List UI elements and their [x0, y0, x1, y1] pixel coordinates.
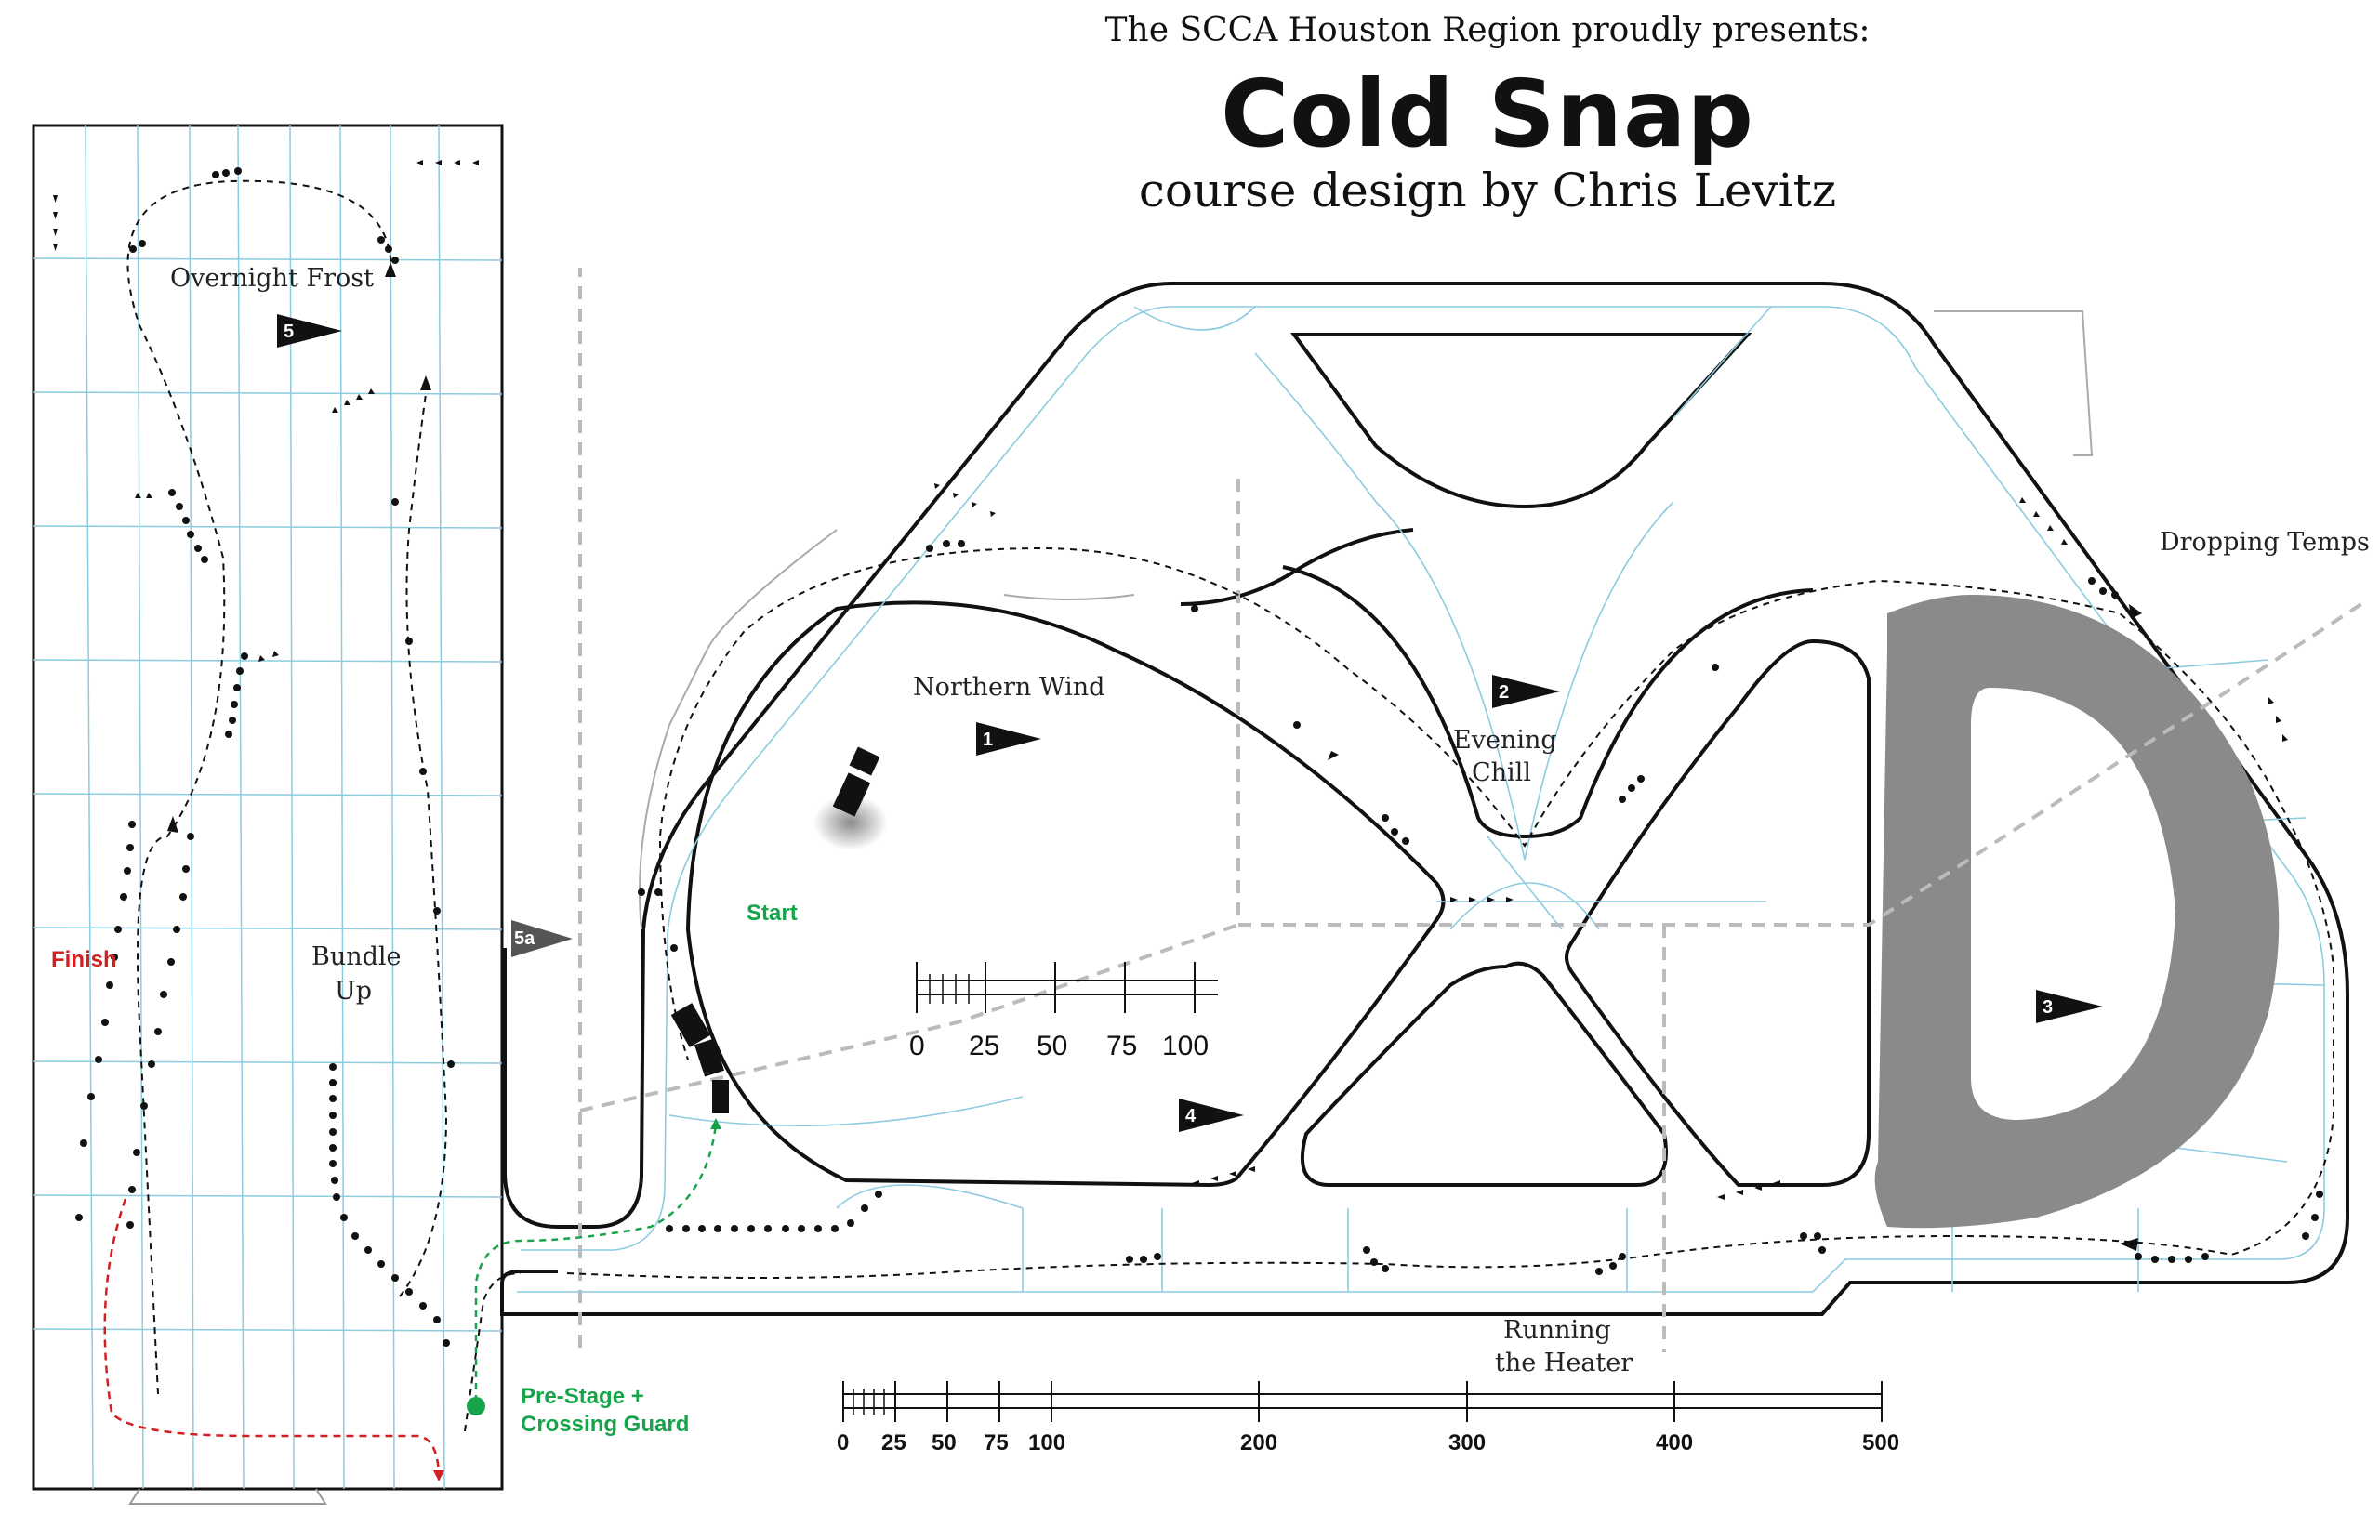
flag-icon: 2 — [1492, 675, 1560, 708]
arrow-icon — [2129, 604, 2142, 619]
flag-icon: 3 — [2036, 990, 2103, 1023]
flag-icon: 4 — [1179, 1099, 1244, 1132]
section-label-evening-chill-2: Chill — [1472, 758, 1531, 787]
flag-icon: 1 — [976, 722, 1041, 756]
svg-text:2: 2 — [1499, 682, 1509, 703]
grid-lines — [33, 125, 502, 1489]
page-title: Cold Snap — [1220, 59, 1755, 168]
finish-arrow-icon — [433, 1470, 444, 1481]
header-presenter: The SCCA Houston Region proudly presents… — [1104, 11, 1871, 49]
path-arrows — [167, 262, 2142, 1251]
finish-path — [103, 1198, 441, 1474]
pavement-outline — [500, 282, 2349, 1316]
section-label-bundle-up-1: Bundle — [311, 942, 402, 971]
svg-text:0: 0 — [909, 1031, 925, 1061]
svg-text:300: 300 — [1448, 1430, 1486, 1455]
course-designer: course design by Chris Levitz — [1138, 164, 1837, 217]
outer-features — [639, 310, 2094, 930]
station-flags: 1 2 3 4 5 5a — [277, 314, 2103, 1132]
scale-bar-small: 0 25 50 75 100 — [909, 962, 1218, 1061]
section-label-running-heater-1: Running — [1503, 1316, 1611, 1345]
prestage-label-2: Crossing Guard — [521, 1412, 689, 1437]
svg-text:100: 100 — [1162, 1031, 1209, 1061]
section-label-overnight-frost: Overnight Frost — [170, 264, 374, 293]
svg-text:500: 500 — [1862, 1430, 1899, 1455]
prestage-marker — [467, 1397, 485, 1415]
svg-text:1: 1 — [983, 730, 993, 750]
arrow-icon — [2120, 1238, 2138, 1251]
svg-text:25: 25 — [881, 1430, 906, 1455]
svg-text:0: 0 — [837, 1430, 849, 1455]
section-label-bundle-up-2: Up — [335, 977, 372, 1006]
section-label-northern-wind: Northern Wind — [913, 673, 1104, 702]
section-label-dropping-temps: Dropping Temps — [2160, 528, 2370, 557]
cones — [75, 167, 2323, 1347]
prestage-label-1: Pre-Stage + — [521, 1384, 644, 1409]
scale-bar-large: 0 25 50 75 100 200 300 400 500 — [837, 1381, 1899, 1455]
section-label-evening-chill-1: Evening — [1453, 726, 1557, 755]
arrow-icon — [385, 262, 396, 277]
arrow-icon — [167, 816, 178, 833]
svg-text:75: 75 — [1106, 1031, 1137, 1061]
flag-icon: 5 — [277, 314, 342, 348]
skidpad — [1874, 595, 2280, 1229]
svg-text:200: 200 — [1240, 1430, 1277, 1455]
section-label-running-heater-2: the Heater — [1495, 1349, 1633, 1377]
svg-text:25: 25 — [969, 1031, 999, 1061]
svg-text:4: 4 — [1185, 1106, 1197, 1126]
cars — [670, 746, 888, 1113]
svg-text:3: 3 — [2043, 997, 2053, 1018]
arrow-icon — [420, 375, 431, 390]
main-grid-lines — [517, 306, 2325, 1293]
finish-label: Finish — [51, 947, 117, 972]
svg-text:100: 100 — [1028, 1430, 1065, 1455]
start-path — [474, 1124, 718, 1402]
svg-text:400: 400 — [1656, 1430, 1693, 1455]
svg-text:5: 5 — [284, 322, 294, 342]
svg-text:50: 50 — [1037, 1031, 1067, 1061]
guide-dashes — [578, 268, 2363, 1352]
start-arrow-icon — [710, 1118, 721, 1129]
start-label: Start — [747, 901, 798, 926]
svg-text:50: 50 — [932, 1430, 957, 1455]
left-panel — [32, 124, 504, 1505]
arrow-icon — [1328, 751, 1339, 760]
svg-text:75: 75 — [984, 1430, 1009, 1455]
flag-icon: 5a — [511, 920, 573, 957]
course-path — [126, 179, 2334, 1432]
pointer-cones — [53, 160, 2288, 1200]
svg-text:5a: 5a — [514, 928, 536, 949]
